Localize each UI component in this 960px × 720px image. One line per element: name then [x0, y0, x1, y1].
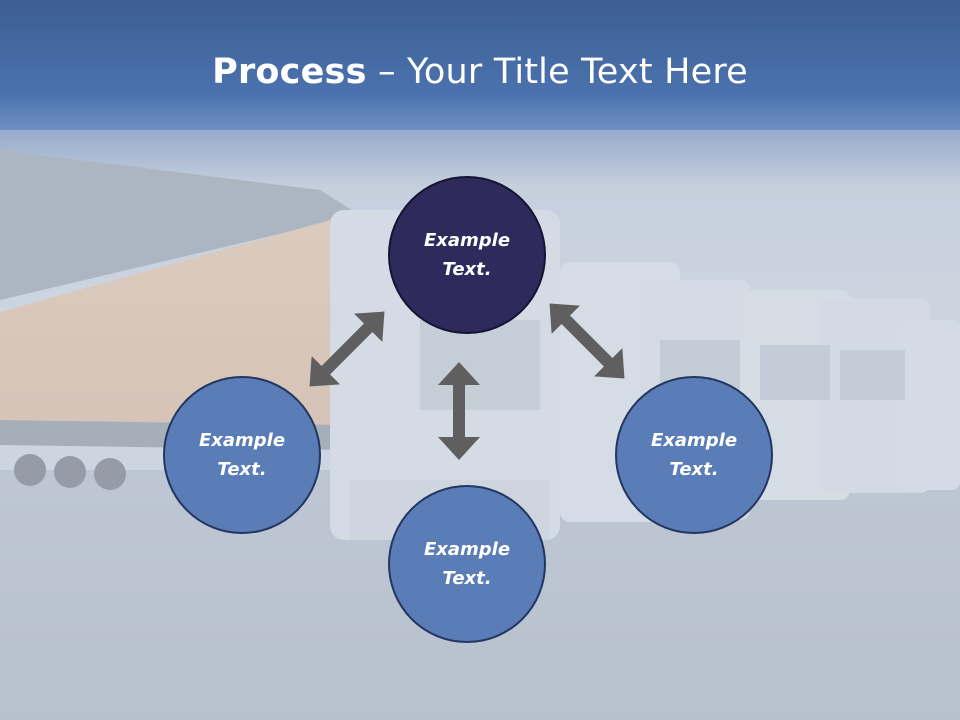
node-right: Example Text.: [615, 376, 773, 534]
double-arrow-left-diagonal: [309, 311, 385, 387]
title-rest: Your Title Text Here: [406, 52, 748, 92]
node-top-line2: Text.: [442, 259, 492, 280]
node-top-line1: Example: [423, 230, 511, 251]
node-left-line1: Example: [198, 430, 286, 451]
title-dash: –: [366, 52, 407, 92]
node-left-line2: Text.: [217, 459, 267, 480]
node-bottom-line1: Example: [423, 539, 511, 560]
node-top: Example Text.: [388, 176, 546, 334]
node-left: Example Text.: [163, 376, 321, 534]
node-right-line1: Example: [650, 430, 738, 451]
node-bottom-line2: Text.: [442, 568, 492, 589]
slide-title: Process – Your Title Text Here: [0, 52, 960, 92]
title-strong: Process: [212, 52, 367, 92]
double-arrow-right-diagonal: [549, 303, 625, 379]
double-arrow-vertical: [438, 362, 480, 460]
node-bottom: Example Text.: [388, 485, 546, 643]
node-right-line2: Text.: [669, 459, 719, 480]
